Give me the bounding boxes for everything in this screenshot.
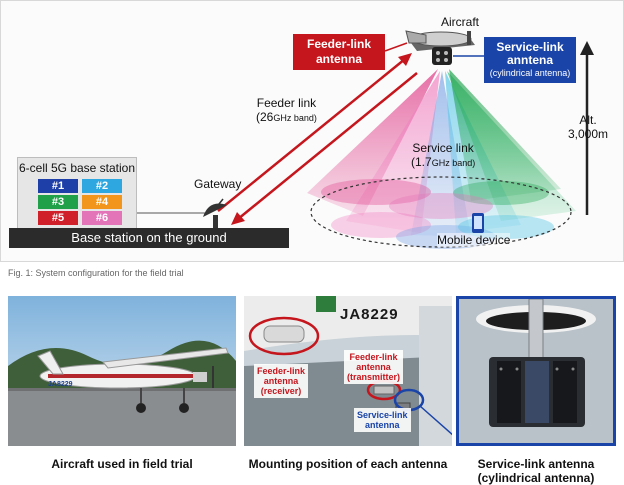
feeder-link-arrows [217,53,418,225]
cell-1: #1 [38,179,78,193]
coverage-cell-6 [389,193,493,219]
diagram-graphics [135,30,594,249]
cell-5: #5 [38,211,78,225]
mounting-registration: JA8229 [340,306,399,323]
photo-mounting-title: Mounting position of each antenna [248,457,448,471]
altitude-label: Alt. 3,000m [568,113,608,141]
service-callout-line-2: anntena [506,53,553,67]
feeder-callout-line-1: Feeder-link [306,37,372,51]
aircraft-photo-graphic [8,296,236,446]
aircraft-icon [405,30,475,65]
photo-aircraft-title: Aircraft used in field trial [51,457,193,471]
service-antenna-title-2: (cylindrical antenna) [477,471,595,485]
receiver-highlight [248,316,320,356]
service-antenna-title-1: Service-link antenna [477,457,595,471]
beam-2 [346,71,440,233]
cell-2: #2 [82,179,122,193]
service-link-label-photo: Service-link antenna [354,408,411,432]
mobile-device-icon [472,213,484,233]
base-station-box: 6-cell 5G base station #1 #2 #3 #4 #5 #6 [17,157,137,231]
mobile-device-label: Mobile device [437,233,511,247]
beam-1 [307,69,438,216]
transmitter-label-1: Feeder-link [349,352,398,362]
receiver-label-3: (receiver) [260,386,302,396]
aircraft-label: Aircraft [441,15,480,29]
transmitter-label-3: (transmitter) [347,372,401,382]
photo-mounting: JA8229 Feeder-link antenna (receiver) Fe… [244,296,452,446]
service-link-freq: (1.7 [411,155,432,169]
service-callout-line-3: (cylindrical antenna) [489,68,571,78]
cell-6: #6 [82,211,122,225]
feeder-link-antenna-callout: Feeder-link antenna [293,34,385,70]
gateway-label: Gateway [194,177,242,191]
coverage-cell-5 [453,181,549,205]
cell-3: #3 [38,195,78,209]
aircraft-registration: JA8229 [48,381,73,388]
feeder-link-label: Feeder link (26GHz band) [256,96,317,125]
service-link-antenna-callout: Service-link anntena (cylindrical antenn… [484,37,576,83]
service-link-label: Service link (1.7GHz band) [411,141,475,170]
altitude-arrow [580,41,594,215]
feeder-callout-line-2: antenna [315,52,362,66]
photo-aircraft: JA8229 [8,296,236,446]
service-photo-label-1: Service-link [357,410,408,420]
service-callout-line-1: Service-link [496,40,564,54]
receiver-label-2: antenna [263,376,299,386]
coverage-cell-1 [321,179,431,205]
transmitter-label-2: antenna [356,362,391,372]
service-link-title: Service link [412,141,474,155]
ground-bar: Base station on the ground [9,228,289,248]
photo-service-antenna-title: Service-link antenna (cylindrical antenn… [456,457,616,485]
service-photo-label-2: antenna [365,420,400,430]
system-diagram: 6-cell 5G base station #1 #2 #3 #4 #5 #6… [0,0,624,262]
service-antenna-photo-graphic [459,299,613,443]
feeder-link-freq: (26 [256,110,274,124]
altitude-line-2: 3,000m [568,127,609,141]
altitude-line-1: Alt. [579,113,597,127]
receiver-label: Feeder-link antenna (receiver) [254,364,309,398]
beam-6 [449,69,561,201]
feeder-link-band: GHz band) [273,113,317,123]
base-station-title: 6-cell 5G base station [18,161,136,175]
receiver-label-1: Feeder-link [257,366,306,376]
service-link-beams [307,69,576,237]
photo-service-antenna [456,296,616,446]
coverage-boundary [310,176,572,248]
feeder-link-title: Feeder link [256,96,317,110]
coverage-cell-2 [331,212,431,238]
transmitter-label: Feeder-link antenna (transmitter) [344,350,404,384]
gateway-dish-icon [203,198,227,228]
service-link-band: GHz band) [431,158,476,168]
figure-caption: Fig. 1: System configuration for the fie… [8,268,184,278]
cell-4: #4 [82,195,122,209]
